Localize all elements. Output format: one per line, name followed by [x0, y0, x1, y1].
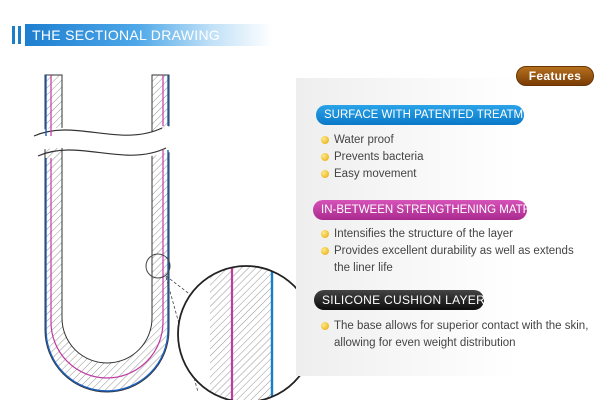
strengthening-layer-line	[50, 75, 164, 379]
bullet-dot-icon	[321, 153, 329, 161]
section-label-matrix: IN-BETWEEN STRENGTHENING MATRIX	[313, 200, 542, 220]
section-label-surface: SURFACE WITH PATENTED TREATMENT	[316, 105, 546, 125]
features-panel	[296, 78, 612, 376]
features-badge: Features	[516, 66, 594, 86]
list-item: Intensifies the structure of the layer	[320, 226, 590, 243]
bullet-dot-icon	[321, 247, 329, 255]
break-line-bottom	[37, 147, 167, 157]
bullet-dot-icon	[321, 322, 329, 330]
header-accent-bar	[12, 26, 15, 44]
header-accent-bar	[18, 26, 21, 44]
break-line-top	[33, 127, 163, 137]
detail-marker-circle	[145, 253, 171, 279]
list-item: Provides excellent durability as well as…	[320, 243, 590, 277]
bullet-dot-icon	[321, 230, 329, 238]
list-item: Easy movement	[320, 166, 424, 183]
list-item: The base allows for superior contact wit…	[320, 318, 590, 352]
bullet-dot-icon	[321, 170, 329, 178]
feature-list-surface: Water proof Prevents bacteria Easy movem…	[320, 132, 424, 183]
break-gap	[30, 126, 170, 157]
list-item: Water proof	[320, 132, 424, 149]
outer-layer-line	[45, 75, 169, 392]
section-header: THE SECTIONAL DRAWING	[12, 24, 272, 46]
list-item: Prevents bacteria	[320, 149, 424, 166]
liner-wall	[44, 74, 170, 393]
magnified-section	[178, 266, 314, 400]
feature-list-cushion: The base allows for superior contact wit…	[320, 318, 590, 352]
feature-list-matrix: Intensifies the structure of the layer P…	[320, 226, 590, 277]
header-banner	[25, 24, 272, 46]
page-title: THE SECTIONAL DRAWING	[32, 27, 221, 43]
bullet-dot-icon	[321, 136, 329, 144]
section-label-cushion: SILICONE CUSHION LAYER	[314, 290, 485, 310]
